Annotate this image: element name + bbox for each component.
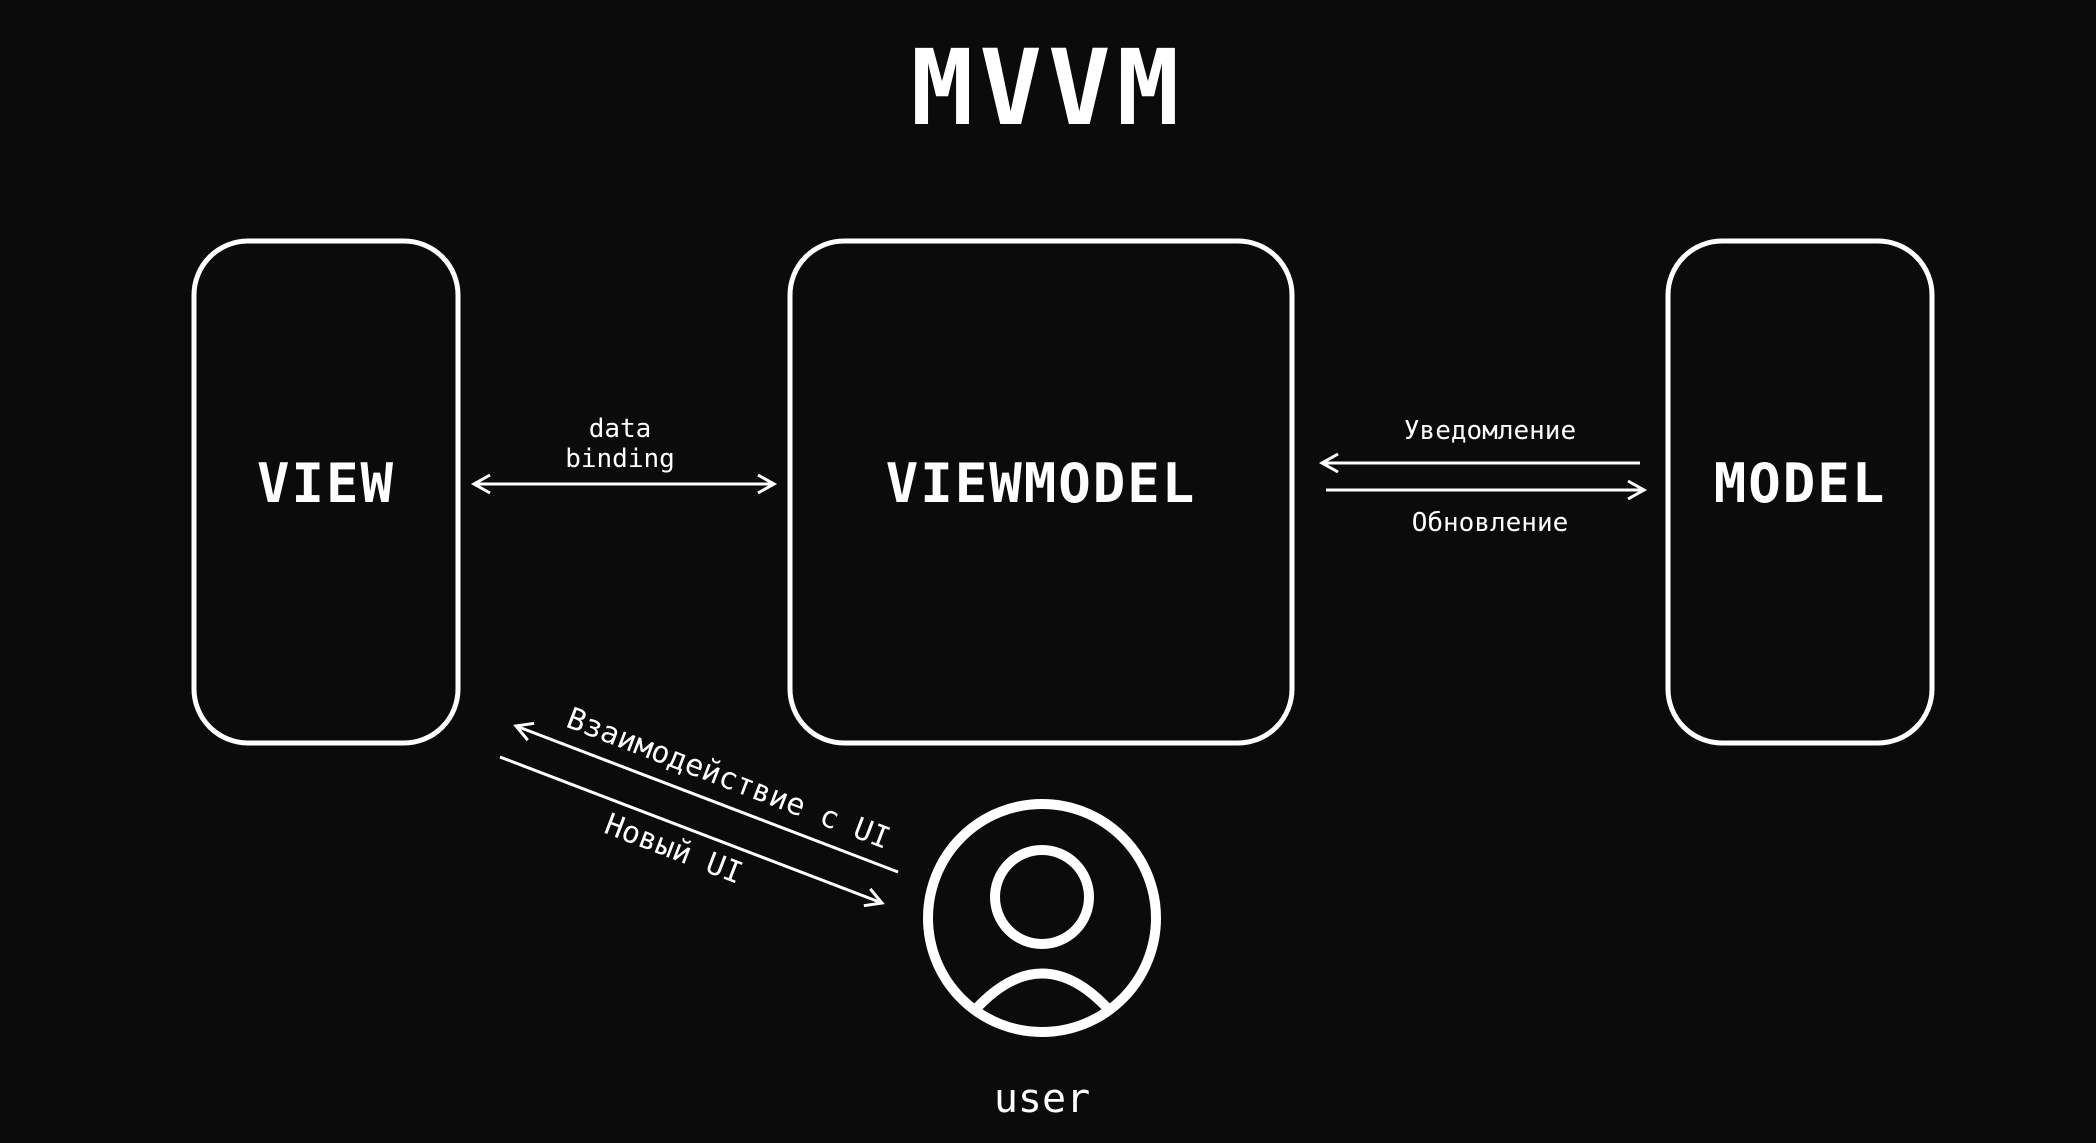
new-ui-arrow [499, 755, 885, 908]
view-box [191, 238, 461, 746]
viewmodel-box [787, 238, 1295, 746]
notification-label: Уведомление [1403, 416, 1577, 446]
data-binding-label: data binding [540, 414, 700, 474]
viewmodel-label: VIEWMODEL [885, 452, 1197, 515]
update-label: Обновление [1411, 508, 1569, 538]
model-label: MODEL [1713, 452, 1887, 515]
ui-interaction-arrow [513, 721, 899, 874]
user-label: user [993, 1076, 1091, 1122]
model-box [1665, 238, 1935, 746]
diagram-title: MVVM [910, 27, 1186, 149]
view-label: VIEW [256, 452, 396, 515]
data-binding-line1: data [588, 414, 652, 444]
user-icon [923, 799, 1161, 1037]
data-binding-line2: binding [565, 444, 675, 474]
